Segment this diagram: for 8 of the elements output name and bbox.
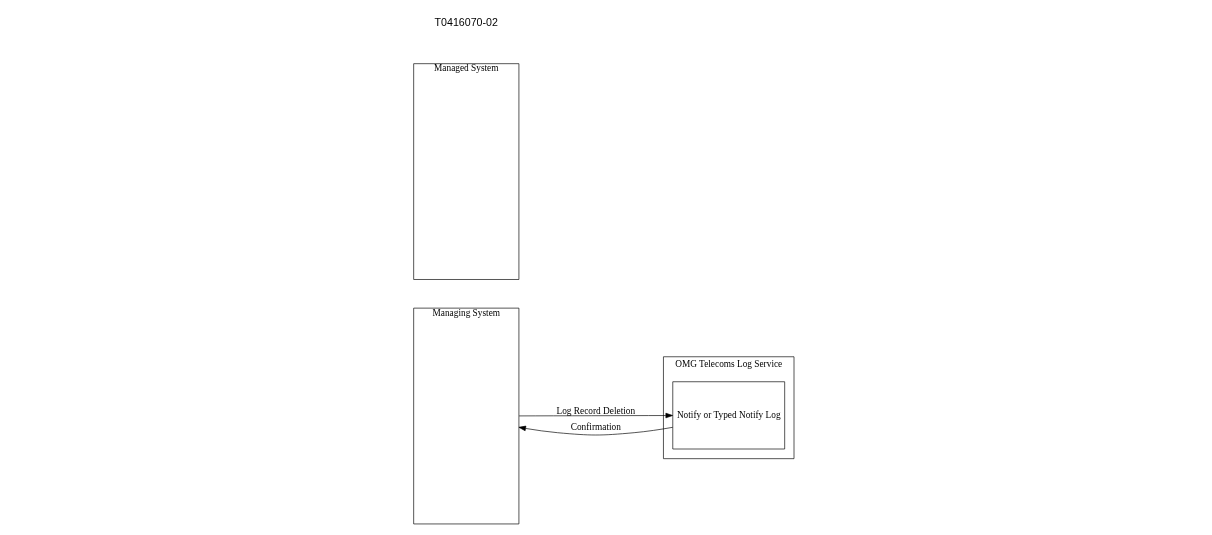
node-box: Notify or Typed Notify Log [671, 381, 785, 450]
edge-label: Log Record Deletion [556, 405, 635, 416]
node-box: Managing System [412, 307, 519, 525]
label: T0416070-02 [434, 15, 498, 28]
node-box: Managed System [412, 63, 519, 280]
arrow [518, 425, 673, 436]
edge-label: Confirmation [570, 422, 621, 433]
arrow [518, 412, 673, 419]
